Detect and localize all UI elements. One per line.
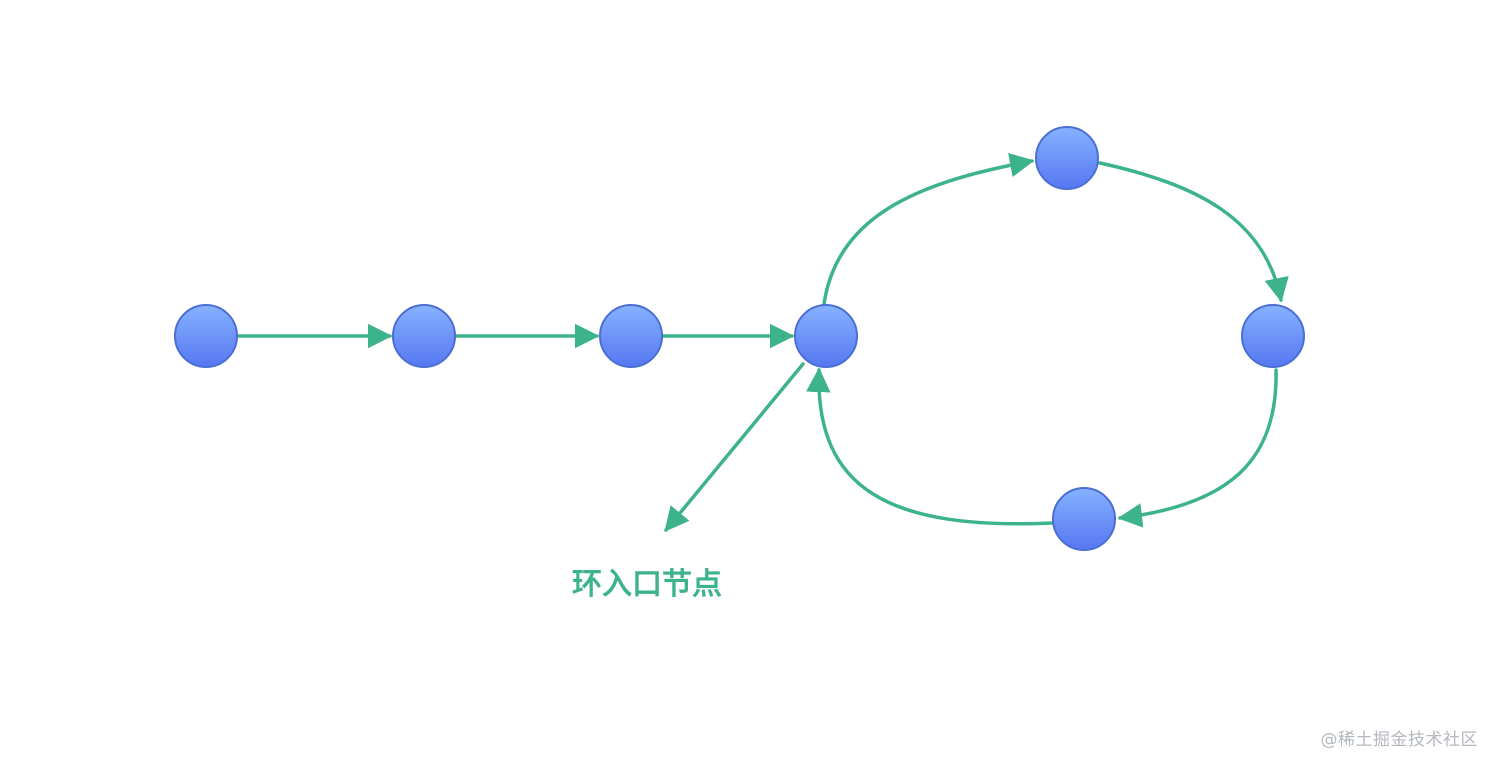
- edge-node4-to-node5: [822, 152, 1035, 306]
- cycle-entry-node: [794, 304, 858, 368]
- cycle-node-right: [1241, 304, 1305, 368]
- cycle-node-bottom: [1052, 487, 1116, 551]
- list-node-1: [174, 304, 238, 368]
- edge-node5-to-node6: [1098, 161, 1289, 303]
- watermark-text: @稀土掘金技术社区: [1320, 730, 1478, 750]
- list-node-2: [392, 304, 456, 368]
- cycle-entry-label: 环入口节点: [572, 567, 722, 602]
- edge-node6-to-node7: [1117, 368, 1278, 528]
- list-node-3: [599, 304, 663, 368]
- edge-entry-pointer: [664, 362, 805, 532]
- edge-node7-to-node4: [806, 367, 1054, 526]
- cycle-node-top: [1035, 126, 1099, 190]
